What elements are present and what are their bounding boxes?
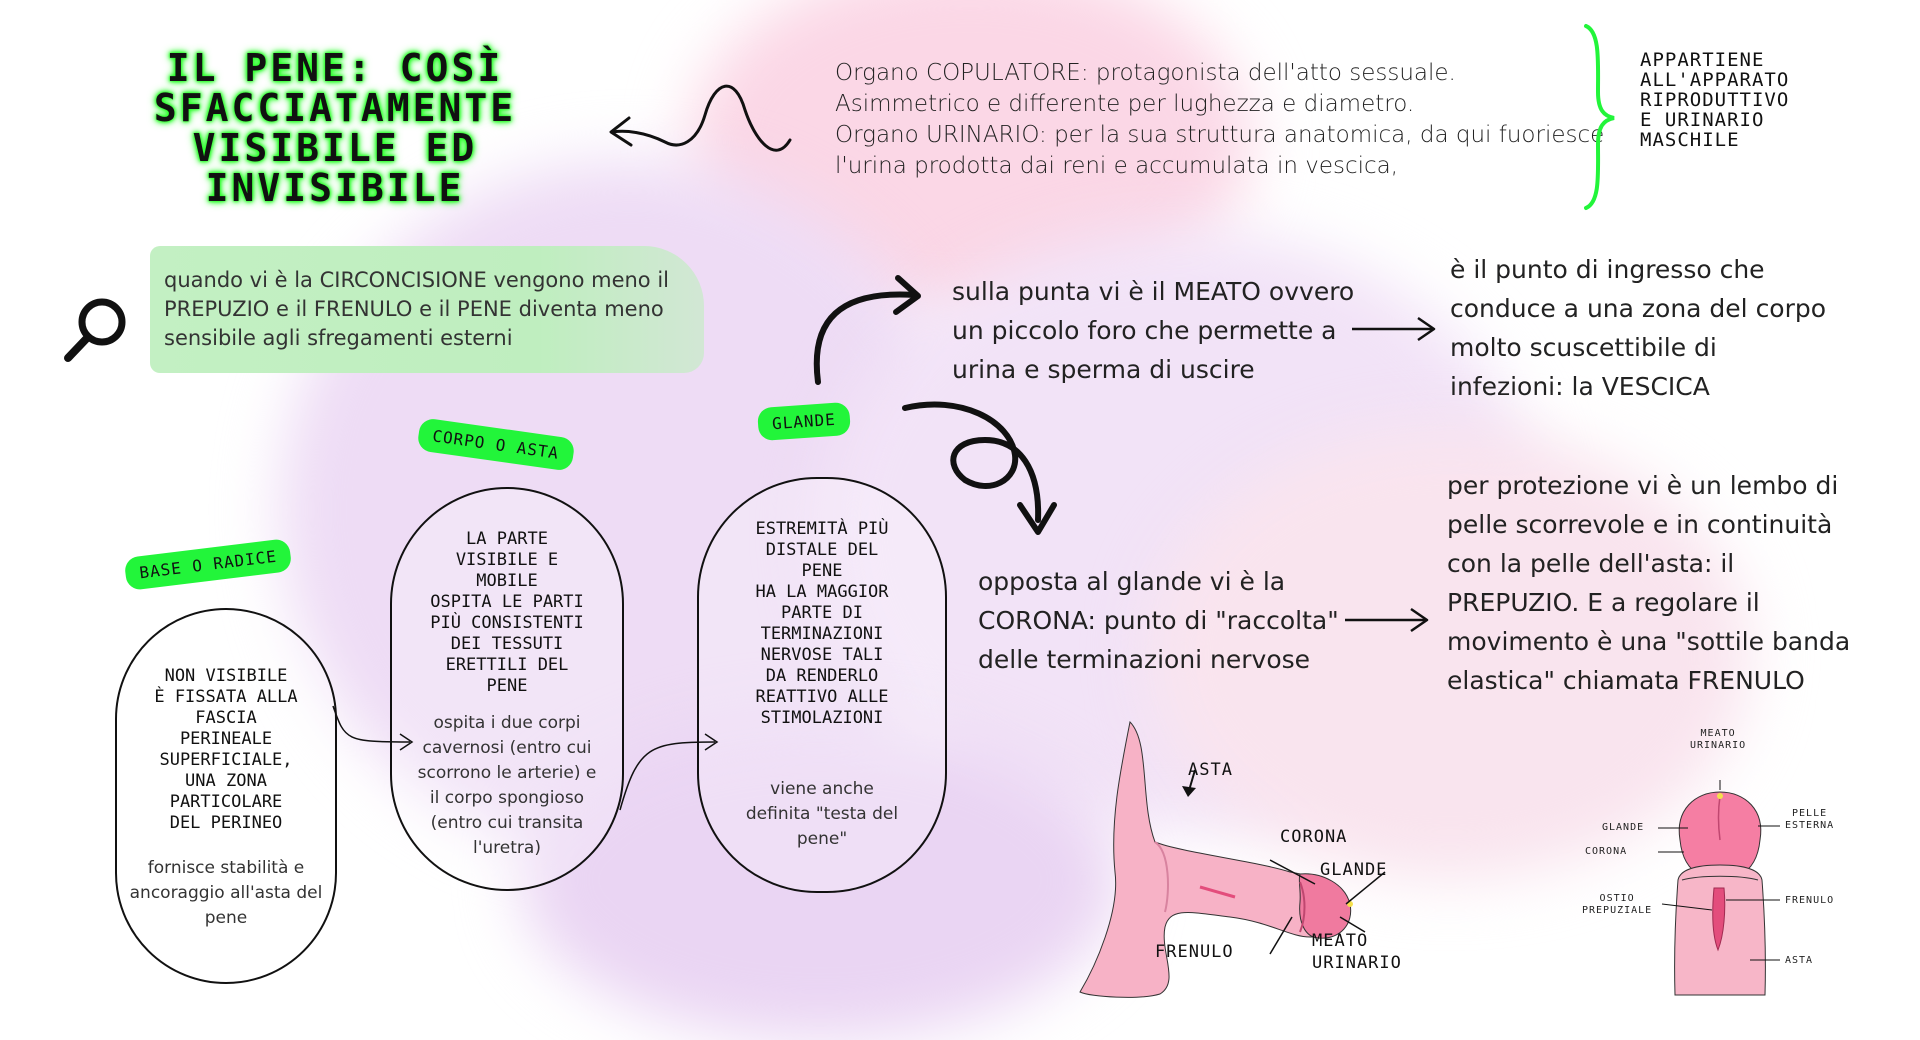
glande-line: PENE	[801, 561, 843, 581]
prepuzio-fact-line: elastica" chiamata FRENULO	[1447, 666, 1805, 695]
glande-line: REATTIVO ALLE	[755, 687, 889, 707]
glande-capsule: ESTREMITÀ PIÙ DISTALE DEL PENE HA LA MAG…	[697, 477, 947, 893]
label-corona: CORONA	[1280, 827, 1348, 847]
front-label-frenulo: FRENULO	[1785, 895, 1835, 906]
side-note-line: MASCHILE	[1640, 129, 1740, 151]
front-label-corona: CORONA	[1585, 846, 1628, 857]
base-line: FASCIA	[195, 708, 257, 728]
prepuzio-fact-line: per protezione vi è un lembo di	[1447, 471, 1839, 500]
corpo-line: ERETTILI DEL	[445, 655, 569, 675]
title-line: IL PENE: COSÌ	[166, 46, 504, 90]
intro-line: Asimmetrico e differente per lughezza e …	[835, 91, 1415, 117]
label-meato-urinario: MEATO URINARIO	[1312, 931, 1402, 973]
intro-line: Organo URINARIO: per la sua struttura an…	[835, 122, 1605, 148]
prepuzio-fact-line: pelle scorrevole e in continuità	[1447, 510, 1833, 539]
front-label-glande: GLANDE	[1602, 822, 1645, 833]
background-blob-pink-right	[1150, 430, 1750, 880]
intro-text: Organo COPULATORE: protagonista dell'att…	[835, 58, 1605, 182]
label-base: BASE O RADICE	[123, 537, 293, 592]
corpo-note: ospita i due corpi cavernosi (entro cui …	[417, 713, 597, 858]
vescica-fact-line: infezioni: la VESCICA	[1450, 372, 1710, 401]
label-glande: GLANDE	[756, 401, 851, 442]
title-line: VISIBILE ED	[192, 126, 478, 170]
base-description: NON VISIBILE È FISSATA ALLA FASCIA PERIN…	[117, 666, 335, 834]
base-line: NON VISIBILE	[164, 666, 288, 686]
glande-line: DISTALE DEL	[765, 540, 879, 560]
glande-line: PARTE DI	[781, 603, 863, 623]
side-note-line: E URINARIO	[1640, 109, 1765, 131]
side-note-line: RIPRODUTTIVO	[1640, 89, 1790, 111]
search-icon	[64, 298, 126, 362]
front-label-asta: ASTA	[1785, 955, 1814, 966]
glande-description: ESTREMITÀ PIÙ DISTALE DEL PENE HA LA MAG…	[699, 519, 945, 729]
circoncisione-note: quando vi è la CIRCONCISIONE vengono men…	[150, 246, 704, 373]
front-label-meato: MEATO URINARIO	[1690, 728, 1747, 751]
corpo-description: LA PARTE VISIBILE E MOBILE OSPITA LE PAR…	[392, 529, 622, 697]
vescica-fact: è il punto di ingresso che conduce a una…	[1450, 250, 1826, 406]
corona-fact-line: CORONA: punto di "raccolta"	[978, 606, 1339, 635]
green-brace-icon	[1584, 24, 1615, 210]
front-anatomy-illustration	[1658, 780, 1780, 996]
corpo-capsule: LA PARTE VISIBILE E MOBILE OSPITA LE PAR…	[390, 487, 624, 891]
corpo-line: VISIBILE E	[455, 550, 559, 570]
vescica-fact-line: è il punto di ingresso che	[1450, 255, 1765, 284]
base-line: È FISSATA ALLA	[154, 687, 298, 707]
corona-fact: opposta al glande vi è la CORONA: punto …	[978, 562, 1339, 679]
title-line: INVISIBILE	[205, 166, 465, 210]
glande-line: DA RENDERLO	[765, 666, 879, 686]
corpo-line: PIÙ CONSISTENTI	[430, 613, 584, 633]
label-asta: ASTA	[1188, 760, 1233, 780]
meato-fact-line: sulla punta vi è il MEATO ovvero	[952, 277, 1355, 306]
front-label-pelle: PELLE ESTERNA	[1785, 808, 1835, 831]
intro-line: Organo COPULATORE: protagonista dell'att…	[835, 60, 1456, 86]
label-frenulo: FRENULO	[1155, 942, 1234, 962]
side-note: APPARTIENE ALL'APPARATO RIPRODUTTIVO E U…	[1640, 50, 1860, 150]
glande-note: viene anche definita "testa del pene"	[745, 779, 899, 849]
glande-line: NERVOSE TALI	[760, 645, 884, 665]
base-line: PARTICOLARE	[169, 792, 283, 812]
prepuzio-fact-line: PREPUZIO. E a regolare il	[1447, 588, 1760, 617]
meato-fact: sulla punta vi è il MEATO ovvero un picc…	[952, 272, 1354, 389]
base-note: fornisce stabilità e ancoraggio all'asta…	[129, 858, 323, 928]
corona-fact-line: delle terminazioni nervose	[978, 645, 1311, 674]
label-glande: GLANDE	[1320, 860, 1388, 880]
base-line: UNA ZONA	[185, 771, 267, 791]
intro-line: l'urina prodotta dai reni e accumulata i…	[835, 153, 1399, 179]
meato-fact-line: urina e sperma di uscire	[952, 355, 1255, 384]
corpo-line: MOBILE	[476, 571, 538, 591]
corpo-line: OSPITA LE PARTI	[430, 592, 584, 612]
corpo-line: LA PARTE	[466, 529, 548, 549]
prepuzio-fact-line: movimento è una "sottile banda	[1447, 627, 1851, 656]
side-note-line: ALL'APPARATO	[1640, 69, 1790, 91]
base-line: DEL PERINEO	[169, 813, 283, 833]
glande-line: TERMINAZIONI	[760, 624, 884, 644]
side-note-line: APPARTIENE	[1640, 49, 1765, 71]
meato-fact-line: un piccolo foro che permette a	[952, 316, 1337, 345]
corpo-line: DEI TESSUTI	[450, 634, 564, 654]
vescica-fact-line: conduce a una zona del corpo	[1450, 294, 1827, 323]
base-line: PERINEALE	[179, 729, 273, 749]
front-label-ostio: OSTIO PREPUZIALE	[1582, 893, 1653, 916]
base-line: SUPERFICIALE,	[159, 750, 293, 770]
squiggle-arrow-icon	[609, 84, 792, 152]
corona-fact-line: opposta al glande vi è la	[978, 567, 1286, 596]
corpo-line: PENE	[486, 676, 528, 696]
side-anatomy-illustration	[1079, 720, 1386, 998]
page-title: IL PENE: COSÌ SFACCIATAMENTE VISIBILE ED…	[120, 48, 550, 208]
base-capsule: NON VISIBILE È FISSATA ALLA FASCIA PERIN…	[115, 608, 337, 984]
vescica-fact-line: molto scuscettibile di	[1450, 333, 1717, 362]
prepuzio-fact-line: con la pelle dell'asta: il	[1447, 549, 1735, 578]
prepuzio-fact: per protezione vi è un lembo di pelle sc…	[1447, 466, 1850, 700]
glande-line: HA LA MAGGIOR	[755, 582, 889, 602]
title-line: SFACCIATAMENTE	[153, 86, 517, 130]
glande-line: ESTREMITÀ PIÙ	[755, 519, 889, 539]
glande-line: STIMOLAZIONI	[760, 708, 884, 728]
